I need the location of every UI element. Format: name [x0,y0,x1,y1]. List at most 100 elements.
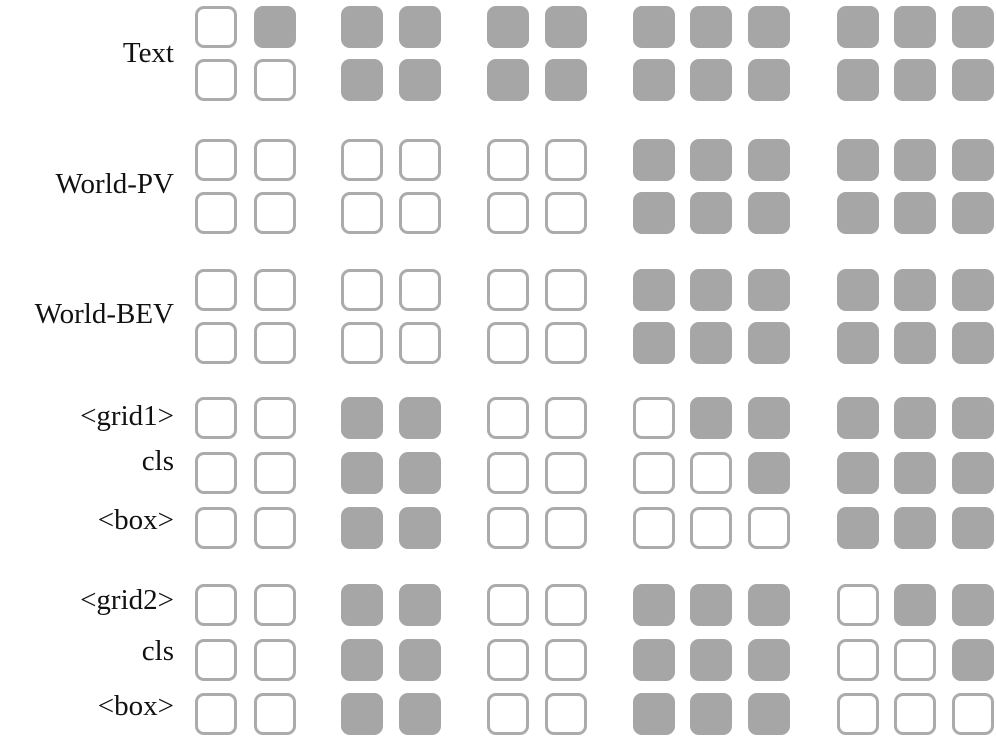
mask-cell-filled [633,192,675,234]
row-label-cls: cls [141,635,174,667]
mask-cell-empty [254,584,296,626]
mask-cell-filled [837,452,879,494]
mask-cell-empty [952,693,994,735]
mask-cell-empty [487,507,529,549]
mask-cell-filled [545,59,587,101]
row-label-box: <box> [97,690,174,722]
mask-cell-empty [487,322,529,364]
mask-cell-filled [952,6,994,48]
mask-cell-filled [254,6,296,48]
mask-cell-empty [399,139,441,181]
mask-cell-filled [894,6,936,48]
mask-cell-empty [545,397,587,439]
mask-cell-filled [341,693,383,735]
mask-cell-empty [195,269,237,311]
mask-cell-filled [952,322,994,364]
mask-cell-filled [633,584,675,626]
mask-cell-empty [545,507,587,549]
mask-cell-filled [894,584,936,626]
mask-cell-filled [341,639,383,681]
mask-cell-empty [545,139,587,181]
mask-cell-filled [837,507,879,549]
mask-cell-empty [195,584,237,626]
mask-cell-empty [545,584,587,626]
mask-cell-empty [837,584,879,626]
mask-cell-empty [254,452,296,494]
mask-cell-filled [837,59,879,101]
mask-cell-filled [748,322,790,364]
mask-cell-filled [341,507,383,549]
mask-cell-filled [952,639,994,681]
mask-cell-filled [837,322,879,364]
mask-cell-empty [399,192,441,234]
mask-cell-filled [399,397,441,439]
mask-cell-empty [254,59,296,101]
mask-cell-filled [633,139,675,181]
mask-cell-filled [341,452,383,494]
mask-cell-empty [487,584,529,626]
mask-cell-empty [195,452,237,494]
mask-cell-filled [837,269,879,311]
mask-cell-filled [894,139,936,181]
mask-cell-filled [748,139,790,181]
mask-cell-empty [195,322,237,364]
row-label-cls: cls [141,445,174,477]
mask-cell-empty [487,693,529,735]
mask-cell-filled [690,639,732,681]
mask-cell-empty [837,639,879,681]
mask-cell-filled [545,6,587,48]
mask-cell-empty [545,639,587,681]
mask-cell-filled [690,192,732,234]
mask-cell-filled [399,452,441,494]
mask-cell-empty [195,507,237,549]
mask-cell-empty [399,322,441,364]
mask-cell-filled [952,59,994,101]
mask-cell-empty [633,507,675,549]
mask-cell-empty [195,639,237,681]
mask-cell-filled [952,139,994,181]
mask-cell-empty [254,269,296,311]
mask-cell-empty [399,269,441,311]
mask-cell-filled [748,269,790,311]
mask-cell-filled [341,584,383,626]
mask-cell-filled [952,269,994,311]
mask-cell-filled [894,397,936,439]
mask-cell-empty [690,507,732,549]
mask-cell-empty [545,192,587,234]
row-label-world-pv: World-PV [55,168,175,200]
mask-cell-filled [633,59,675,101]
mask-cell-filled [748,6,790,48]
mask-cell-empty [195,6,237,48]
mask-cell-empty [195,192,237,234]
mask-cell-filled [952,192,994,234]
mask-cell-filled [748,397,790,439]
mask-cell-empty [195,397,237,439]
mask-cell-filled [690,584,732,626]
row-label-text: Text [122,37,174,69]
mask-cell-filled [748,452,790,494]
mask-cell-filled [748,693,790,735]
mask-cell-empty [487,452,529,494]
mask-cell-filled [837,397,879,439]
mask-cell-empty [487,639,529,681]
mask-cell-filled [690,397,732,439]
mask-cell-filled [633,6,675,48]
mask-cell-filled [399,584,441,626]
mask-cell-filled [748,59,790,101]
mask-cell-filled [690,59,732,101]
mask-cell-filled [341,6,383,48]
mask-cell-filled [633,322,675,364]
mask-cell-filled [487,59,529,101]
row-label-box: <box> [97,504,174,536]
mask-cell-empty [633,452,675,494]
row-label-grid2: <grid2> [80,584,174,616]
mask-cell-filled [690,139,732,181]
mask-cell-empty [748,507,790,549]
mask-cell-filled [894,452,936,494]
mask-cell-filled [633,269,675,311]
mask-cell-filled [837,6,879,48]
mask-cell-empty [545,693,587,735]
mask-cell-empty [195,59,237,101]
mask-cell-empty [487,269,529,311]
mask-cell-empty [690,452,732,494]
